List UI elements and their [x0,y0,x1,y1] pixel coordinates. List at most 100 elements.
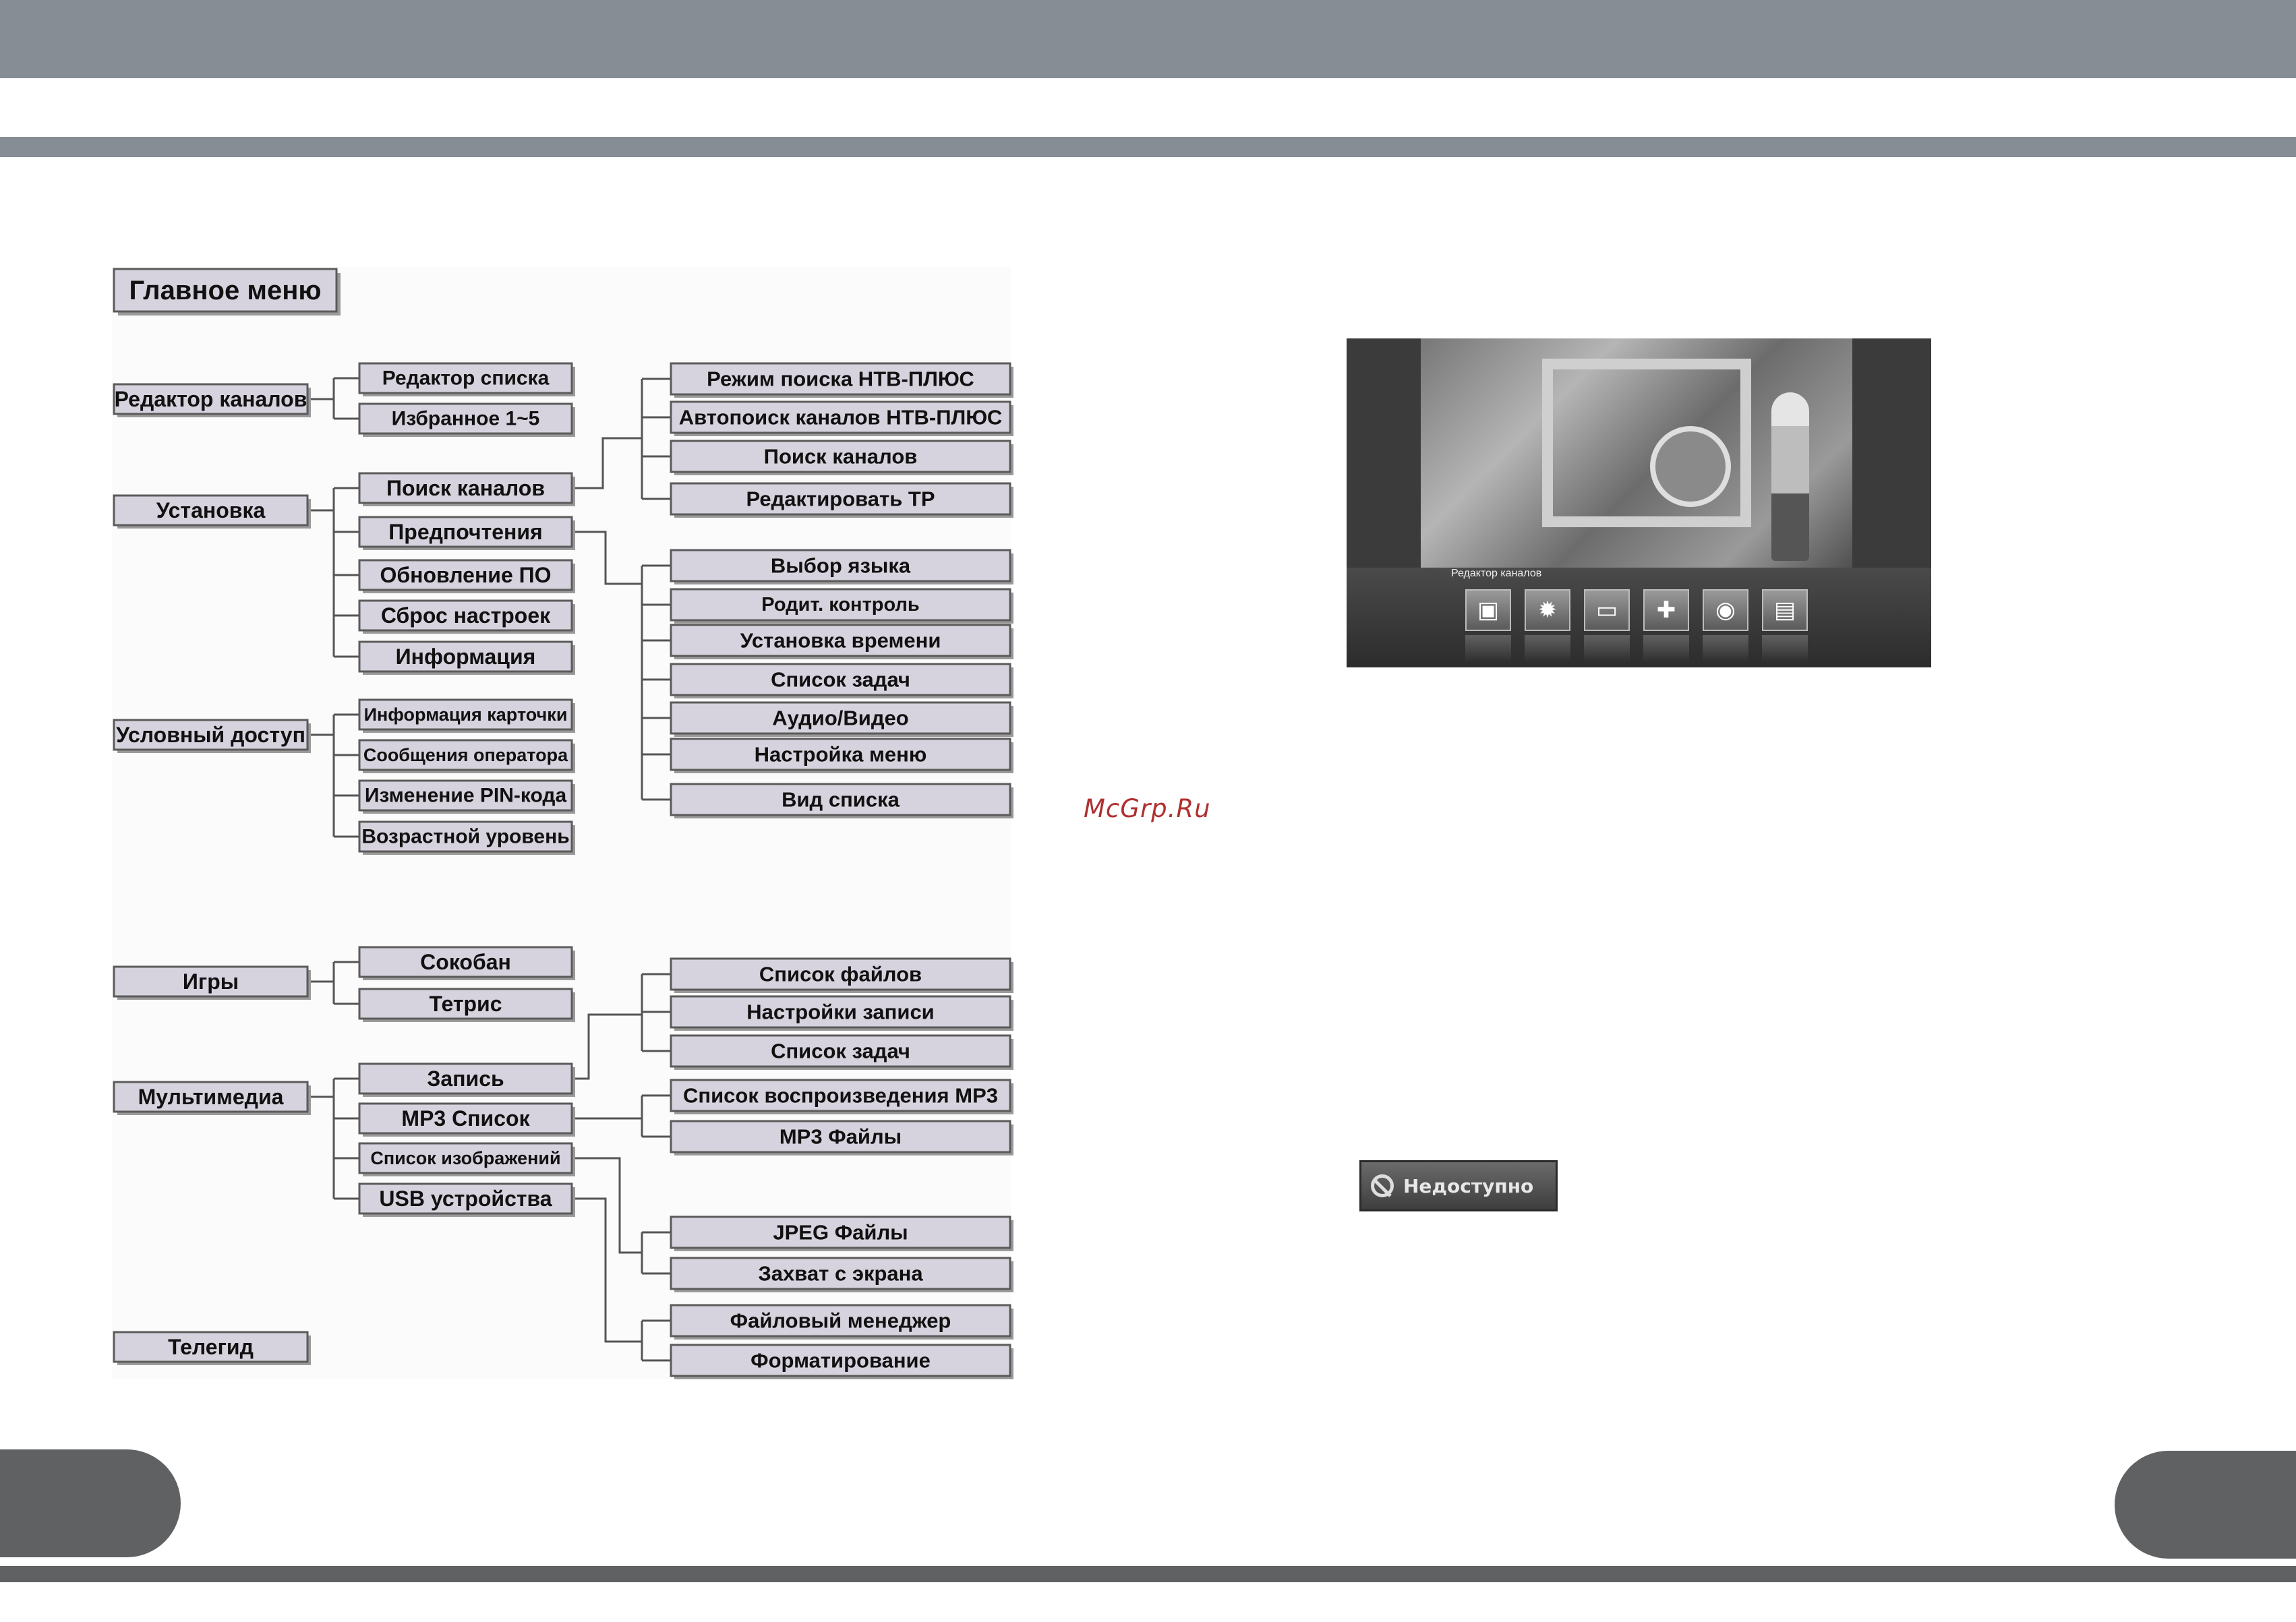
connector-line [572,531,642,585]
box-face [670,783,1011,816]
box-face [670,738,1011,771]
box-label: Файловый менеджер [730,1309,951,1333]
menu-box-l3-10: Вид списка [670,783,1013,818]
tv-icon: ▣ [1465,589,1511,631]
icon-reflection [1643,635,1689,662]
menu-box-l2-5: Сброс настроек [358,599,575,634]
box-face [358,739,573,771]
box-face [670,549,1011,582]
box-face [113,1331,309,1363]
menu-box-l3-6: Установка времени [670,624,1013,659]
box-label: Сообщения оператора [363,745,568,765]
box-label: Тетрис [429,992,502,1016]
media-icon: ◉ [1703,589,1748,631]
ban-icon [1371,1174,1394,1197]
menu-box-l3-18: Файловый менеджер [670,1304,1013,1340]
menu-box-l1-5: Телегид [113,1331,311,1365]
menu-box-l3-9: Настройка меню [670,738,1013,773]
menu-box-l2-6: Информация [358,640,575,675]
box-face [358,362,573,394]
menu-box-l3-5: Родит. контроль [670,588,1013,624]
icon-reflection [1762,635,1808,662]
box-label: Список задач [771,668,910,692]
gamepad-icon: ✚ [1643,589,1689,631]
box-face [358,599,573,632]
menu-box-l2-14: MP3 Список [358,1102,575,1137]
box-face [670,1257,1011,1290]
menu-box-l2-13: Запись [358,1062,575,1097]
icon-reflection [1465,635,1511,662]
connector-line [572,1013,642,1080]
box-face [670,440,1011,473]
card-icon: ▭ [1584,589,1630,631]
left-page-tab [0,1449,181,1557]
box-label: Родит. контроль [761,594,919,615]
right-page-tab [2115,1451,2296,1559]
box-face [358,402,573,435]
box-face [358,946,573,978]
box-face [358,1062,573,1095]
menu-box-l3-15: MP3 Файлы [670,1120,1013,1155]
box-face [670,1304,1011,1338]
connector-line [572,1197,642,1343]
menu-box-l1-2: Условный доступ [113,719,311,753]
menu-box-l2-12: Тетрис [358,988,575,1022]
box-label: Избранное 1~5 [392,408,540,430]
icon-reflection [1584,635,1630,662]
box-face [670,362,1011,396]
menu-box-l2-7: Информация карточки [358,698,575,733]
top-stripe [0,137,2296,157]
menu-box-l3-13: Список задач [670,1034,1013,1070]
box-label: Телегид [168,1335,254,1359]
box-label: Поиск каналов [386,476,545,500]
box-label: Редактор каналов [115,387,307,411]
box-label: Список файлов [759,963,922,986]
menu-box-l2-16: USB устройства [358,1182,575,1217]
box-label: Условный доступ [116,723,305,747]
menu-box-l1-3: Игры [113,965,311,1000]
box-face [670,957,1011,991]
box-face [670,1120,1011,1153]
box-face [358,559,573,591]
box-label: Выбор языка [771,554,911,578]
box-label: JPEG Файлы [773,1221,908,1244]
menu-box-l3-0: Режим поиска НТВ-ПЛЮС [670,362,1013,398]
box-label: Возрастной уровень [361,826,569,848]
menu-bar [1347,568,1931,667]
box-label: Режим поиска НТВ-ПЛЮС [707,367,974,391]
box-face [358,472,573,504]
box-label: Изменение PIN-кода [365,785,567,807]
box-face [113,719,309,751]
box-face [670,482,1011,516]
menu-box-l2-11: Сокобан [358,946,575,980]
box-label: Захват с экрана [758,1262,923,1286]
menu-box-l3-12: Настройки записи [670,995,1013,1031]
box-label: Обновление ПО [380,563,551,587]
box-label: Предпочтения [388,520,542,544]
menu-box-l2-15: Список изображений [358,1142,575,1176]
watermark: McGrp.Ru [1084,794,1211,823]
box-face [113,965,309,998]
box-label: Настройки записи [746,1000,935,1024]
unavailable-label: Недоступно [1403,1174,1534,1197]
box-face [358,516,573,548]
box-label: Игры [183,969,239,994]
menu-box-l3-1: Автопоиск каналов НТВ-ПЛЮС [670,400,1013,436]
box-face [670,400,1011,434]
menu-box-l1-1: Установка [113,494,311,529]
box-face [358,779,573,812]
connector-line [572,1157,642,1254]
box-label: Список воспроизведения MP3 [683,1084,998,1108]
menu-box-l2-3: Предпочтения [358,516,575,550]
box-label: Поиск каналов [764,445,918,469]
box-label: Вид списка [782,788,900,812]
menu-box-l3-19: Форматирование [670,1344,1013,1379]
box-face [358,820,573,853]
bottom-stripe [0,1566,2296,1582]
box-label: Информация карточки [364,704,568,725]
menu-box-l3-4: Выбор языка [670,549,1013,584]
top-header-band [0,0,2296,78]
box-face [358,698,573,731]
menu-box-l3-16: JPEG Файлы [670,1215,1013,1251]
box-label: Мультимедиа [138,1085,284,1109]
